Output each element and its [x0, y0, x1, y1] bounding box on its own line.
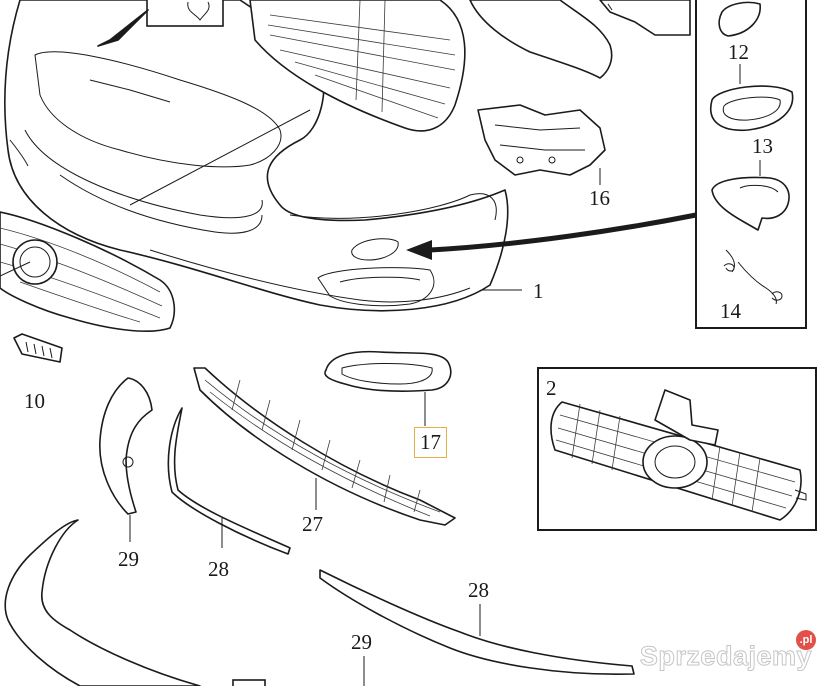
- fog-lamp-bezel: [324, 350, 452, 426]
- chrome-strip-28-left: [167, 407, 291, 555]
- callout-28-left: 28: [208, 557, 229, 581]
- chrome-strip-28-lower: [319, 569, 635, 676]
- callout-28-lower: 28: [468, 578, 489, 602]
- callout-2: 2: [546, 376, 557, 400]
- callout-14: 14: [720, 299, 742, 323]
- side-support-bracket: [469, 0, 691, 79]
- callout-1: 1: [533, 279, 544, 303]
- callout-12: 12: [728, 40, 749, 64]
- mounting-bracket-16: [477, 104, 606, 185]
- trim-clip-10: [13, 333, 63, 363]
- highlighted-part-box[interactable]: [414, 427, 447, 458]
- upper-grille-insert: [249, 0, 466, 132]
- lower-grille-mesh: [193, 367, 456, 526]
- callout-16: 16: [589, 186, 610, 210]
- side-trim-29-upper: [99, 377, 153, 542]
- spoiler-lip-29-lower: [4, 519, 365, 686]
- watermark-badge: .pl: [796, 630, 816, 650]
- watermark-text: Sprzedajemy: [639, 641, 812, 672]
- bumper-cover: [4, 0, 509, 312]
- callout-10: 10: [24, 389, 45, 413]
- callout-27: 27: [302, 512, 323, 536]
- radiator-grille: [0, 211, 176, 332]
- callout-29-lower: 29: [351, 630, 372, 654]
- inset-grille-panel: [537, 367, 817, 531]
- callout-17[interactable]: 17: [420, 430, 441, 454]
- fastener-inset-box: [97, 0, 224, 47]
- towing-eye-cover-inset: [406, 0, 807, 329]
- callout-29-upper: 29: [118, 547, 139, 571]
- callout-13: 13: [752, 134, 773, 158]
